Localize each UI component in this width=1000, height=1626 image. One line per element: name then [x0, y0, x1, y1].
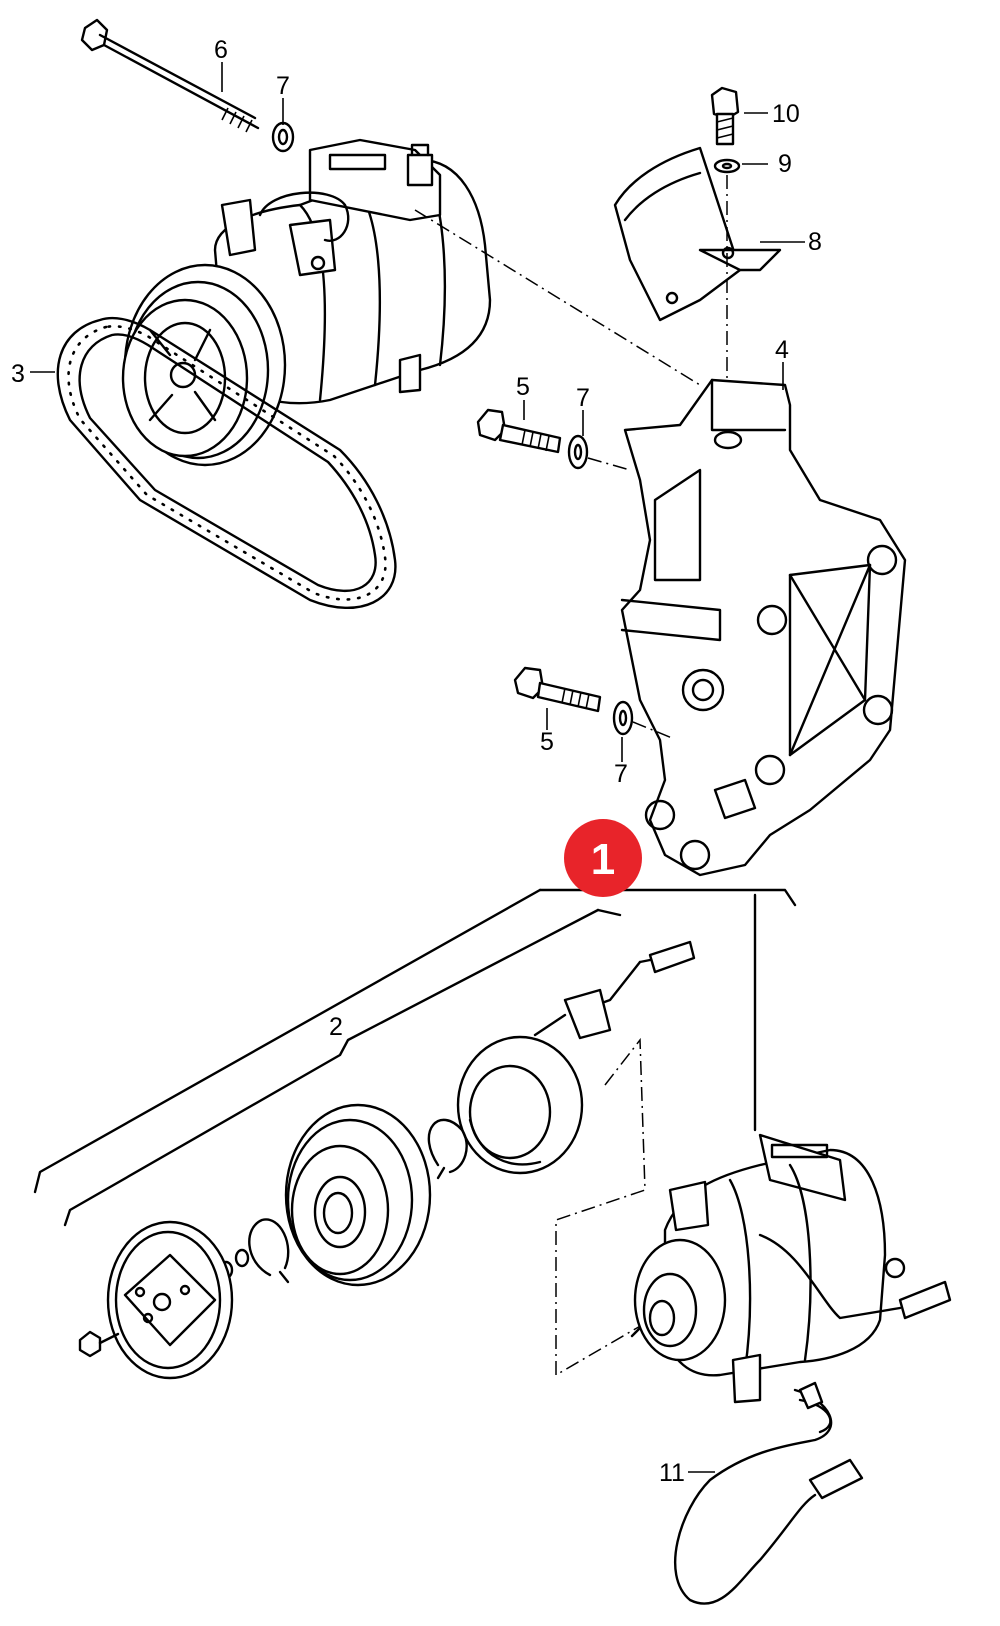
washer [567, 434, 589, 470]
washer [713, 158, 741, 174]
clutch-bolt [78, 1330, 120, 1358]
sensor-cable [674, 1381, 864, 1605]
callout-11: 11 [659, 1459, 685, 1487]
callout-8: 8 [808, 228, 822, 256]
ac-compressor-upper [121, 138, 492, 467]
snap-ring [427, 1118, 468, 1180]
bracket-bolt [513, 666, 602, 713]
callout-4: 4 [775, 336, 789, 364]
callout-7: 7 [276, 72, 290, 100]
callout-2: 2 [329, 1013, 343, 1041]
marker-label: 1 [591, 835, 615, 884]
washer [612, 700, 634, 736]
callout-7: 7 [614, 760, 628, 788]
coil-connector [533, 940, 696, 1040]
compressor-bracket [620, 378, 907, 877]
drive-belt [56, 316, 397, 610]
pulley [284, 1103, 432, 1287]
callout-9: 9 [778, 150, 792, 178]
callout-3: 3 [11, 360, 25, 388]
marker-badge[interactable]: 1 [564, 819, 642, 897]
clutch-plate [106, 1220, 234, 1380]
washer [271, 121, 295, 153]
snap-ring [248, 1218, 290, 1284]
callout-10: 10 [772, 100, 800, 128]
callout-5: 5 [540, 728, 554, 756]
bracket-bolt [476, 408, 562, 454]
magnetic-coil [456, 1035, 584, 1175]
callout-6: 6 [214, 36, 228, 64]
callout-7: 7 [576, 384, 590, 412]
ac-compressor-lower [630, 1133, 952, 1404]
callout-leaders [30, 62, 805, 1473]
heat-shield [613, 146, 782, 322]
mount-bolt [710, 86, 740, 146]
callout-5: 5 [516, 373, 530, 401]
long-bolt [80, 18, 260, 133]
marker-circle [564, 819, 642, 897]
